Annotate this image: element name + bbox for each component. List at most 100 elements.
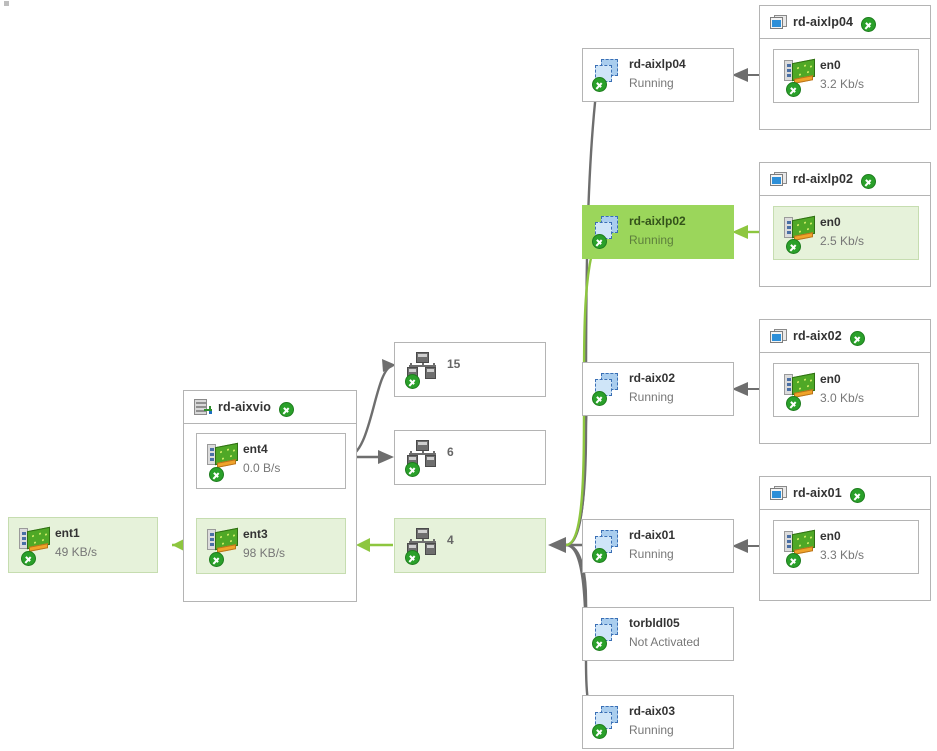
vios-title: rd-aixvio: [218, 400, 271, 414]
system-title: rd-aix02: [793, 329, 842, 343]
adapter-name: ent4: [243, 442, 268, 456]
vios-panel[interactable]: rd-aixvio ent4 0.0 B/s: [183, 390, 357, 602]
lpar-box-rd-aixlp02[interactable]: rd-aixlp02 Running: [582, 205, 734, 259]
lpar-box-rd-aix03[interactable]: rd-aix03 Running: [582, 695, 734, 749]
ethernet-adapter-icon: [207, 442, 241, 472]
interface-rate: 3.0 Kb/s: [820, 391, 865, 405]
lpar-name: rd-aix03: [629, 704, 676, 718]
status-ok-icon: [849, 487, 865, 503]
status-ok-icon: [592, 724, 607, 739]
adapter-name: ent3: [243, 527, 268, 541]
interface-name: en0: [820, 529, 841, 543]
interface-en0[interactable]: en0 3.2 Kb/s: [773, 49, 919, 103]
system-panel-rd-aix02[interactable]: rd-aix02 en0 3.0 Kb/s: [759, 319, 931, 444]
adapter-ent4[interactable]: ent4 0.0 B/s: [196, 433, 346, 489]
status-ok-icon: [592, 548, 607, 563]
lpar-name: rd-aix01: [629, 528, 676, 542]
system-panel-header: rd-aix01: [760, 477, 930, 510]
status-ok-icon: [786, 396, 801, 411]
system-panel-rd-aix01[interactable]: rd-aix01 en0 3.3 Kb/s: [759, 476, 931, 601]
interface-en0[interactable]: en0 3.3 Kb/s: [773, 520, 919, 574]
vlan-icon: [407, 440, 439, 468]
ethernet-adapter-icon: [19, 526, 53, 556]
lpar-name: rd-aix02: [629, 371, 676, 385]
ethernet-adapter-icon: [784, 529, 818, 559]
vlan-box-6[interactable]: 6: [394, 430, 546, 485]
lpar-box-rd-aix01[interactable]: rd-aix01 Running: [582, 519, 734, 573]
lpar-state: Not Activated: [629, 635, 700, 649]
status-ok-icon: [405, 374, 420, 389]
ethernet-adapter-icon: [207, 527, 241, 557]
vlan-box-15[interactable]: 15: [394, 342, 546, 397]
link-sys1-to-lpar1: [732, 68, 762, 82]
system-icon: [770, 171, 787, 187]
lpar-name: rd-aixlp02: [629, 214, 686, 228]
server-icon: [194, 398, 212, 416]
vlan-id: 15: [447, 357, 461, 371]
lpar-name: torbldl05: [629, 616, 680, 630]
lpar-box-torbldl05[interactable]: torbldl05 Not Activated: [582, 607, 734, 661]
interface-name: en0: [820, 58, 841, 72]
vlan-id: 4: [447, 533, 454, 547]
adapter-name: ent1: [55, 526, 80, 540]
vlan-box-4[interactable]: 4: [394, 518, 546, 573]
interface-en0[interactable]: en0 3.0 Kb/s: [773, 363, 919, 417]
adapter-rate: 49 KB/s: [55, 545, 98, 559]
status-ok-icon: [209, 467, 224, 482]
lpar-state: Running: [629, 76, 674, 90]
link-sys3-to-lpar3: [732, 382, 762, 396]
system-panel-rd-aixlp04[interactable]: rd-aixlp04 en0 3.2 Kb/s: [759, 5, 931, 130]
status-ok-icon: [592, 636, 607, 651]
interface-name: en0: [820, 215, 841, 229]
ethernet-adapter-icon: [784, 58, 818, 88]
vlan-id: 6: [447, 445, 454, 459]
lpar-state: Running: [629, 723, 674, 737]
status-ok-icon: [592, 77, 607, 92]
vlan-icon: [407, 352, 439, 380]
status-ok-icon: [861, 173, 877, 189]
ethernet-adapter-icon: [784, 215, 818, 245]
interface-en0[interactable]: en0 2.5 Kb/s: [773, 206, 919, 260]
system-title: rd-aixlp04: [793, 15, 854, 29]
interface-rate: 3.3 Kb/s: [820, 548, 865, 562]
interface-rate: 2.5 Kb/s: [820, 234, 865, 248]
lpar-name: rd-aixlp04: [629, 57, 686, 71]
link-sys4-to-lpar4: [732, 539, 762, 553]
system-panel-header: rd-aixlp02: [760, 163, 930, 196]
system-panel-header: rd-aixlp04: [760, 6, 930, 39]
adapter-ent1[interactable]: ent1 49 KB/s: [8, 517, 158, 573]
lpar-box-rd-aixlp04[interactable]: rd-aixlp04 Running: [582, 48, 734, 102]
system-icon: [770, 328, 787, 344]
status-ok-icon: [21, 551, 36, 566]
status-ok-icon: [861, 16, 877, 32]
status-ok-icon: [592, 234, 607, 249]
render-artifact: [4, 1, 9, 6]
status-ok-icon: [786, 239, 801, 254]
adapter-rate: 0.0 B/s: [243, 461, 281, 475]
vios-panel-header: rd-aixvio: [184, 391, 356, 424]
status-ok-icon: [405, 550, 420, 565]
lpar-icon: [592, 706, 622, 734]
system-icon: [770, 14, 787, 30]
status-ok-icon: [405, 462, 420, 477]
adapter-ent3[interactable]: ent3 98 KB/s: [196, 518, 346, 574]
system-panel-rd-aixlp02[interactable]: rd-aixlp02 en0 2.5 Kb/s: [759, 162, 931, 287]
interface-name: en0: [820, 372, 841, 386]
status-ok-icon: [786, 82, 801, 97]
lpar-box-rd-aix02[interactable]: rd-aix02 Running: [582, 362, 734, 416]
lpar-state: Running: [629, 390, 674, 404]
status-ok-icon: [279, 401, 294, 417]
status-ok-icon: [849, 330, 865, 346]
system-title: rd-aixlp02: [793, 172, 854, 186]
vlan-icon: [407, 528, 439, 556]
system-panel-header: rd-aix02: [760, 320, 930, 353]
system-title: rd-aix01: [793, 486, 842, 500]
system-icon: [770, 485, 787, 501]
lpar-state: Running: [629, 547, 674, 561]
status-ok-icon: [209, 552, 224, 567]
link-vlan4-to-ent3: [356, 538, 393, 552]
lpar-state: Running: [629, 233, 674, 247]
link-sys2-to-lpar2: [732, 225, 762, 239]
interface-rate: 3.2 Kb/s: [820, 77, 865, 91]
